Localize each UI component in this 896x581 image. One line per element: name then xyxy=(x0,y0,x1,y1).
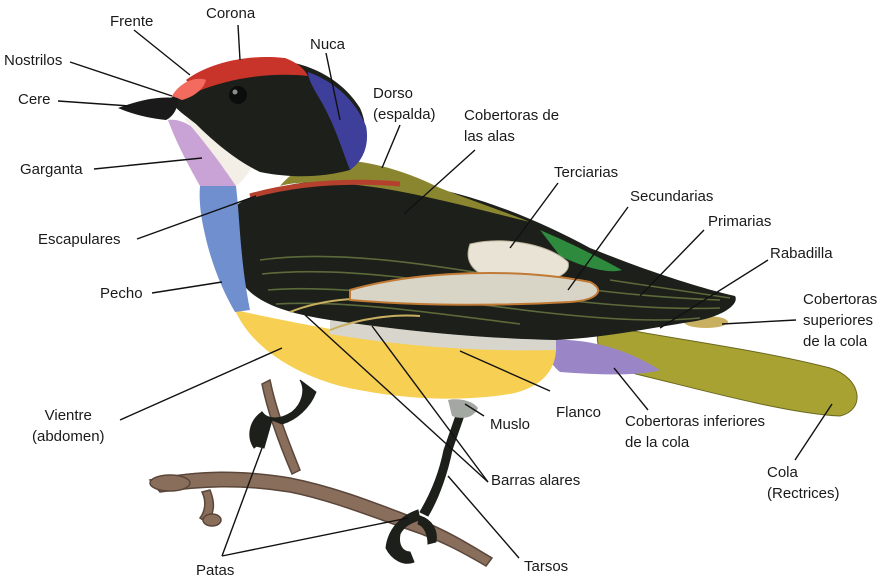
label-vientre: Vientre (abdomen) xyxy=(32,405,105,447)
label-nostrilos: Nostrilos xyxy=(4,50,62,71)
label-terciarias: Terciarias xyxy=(554,162,618,183)
label-cobertoras-alas: Cobertoras de las alas xyxy=(464,105,559,147)
label-pecho: Pecho xyxy=(100,283,143,304)
label-garganta: Garganta xyxy=(20,159,83,180)
label-cere: Cere xyxy=(18,89,51,110)
label-barras-alares: Barras alares xyxy=(491,470,580,491)
label-cobertoras-inferiores-cola: Cobertoras inferiores de la cola xyxy=(625,411,765,453)
label-nuca: Nuca xyxy=(310,34,345,55)
label-escapulares: Escapulares xyxy=(38,229,121,250)
label-cola: Cola (Rectrices) xyxy=(767,462,840,504)
label-rabadilla: Rabadilla xyxy=(770,243,833,264)
label-dorso: Dorso (espalda) xyxy=(373,83,436,125)
legs xyxy=(250,380,468,563)
eye-highlight xyxy=(233,90,238,95)
label-tarsos: Tarsos xyxy=(524,556,568,577)
label-muslo: Muslo xyxy=(490,414,530,435)
label-frente: Frente xyxy=(110,11,153,32)
label-flanco: Flanco xyxy=(556,402,601,423)
bill xyxy=(118,97,178,120)
label-primarias: Primarias xyxy=(708,211,771,232)
eye xyxy=(229,86,247,104)
label-patas: Patas xyxy=(196,560,234,581)
label-corona: Corona xyxy=(206,3,255,24)
label-secundarias: Secundarias xyxy=(630,186,713,207)
label-cobertoras-superiores-cola: Cobertoras superiores de la cola xyxy=(803,289,877,352)
